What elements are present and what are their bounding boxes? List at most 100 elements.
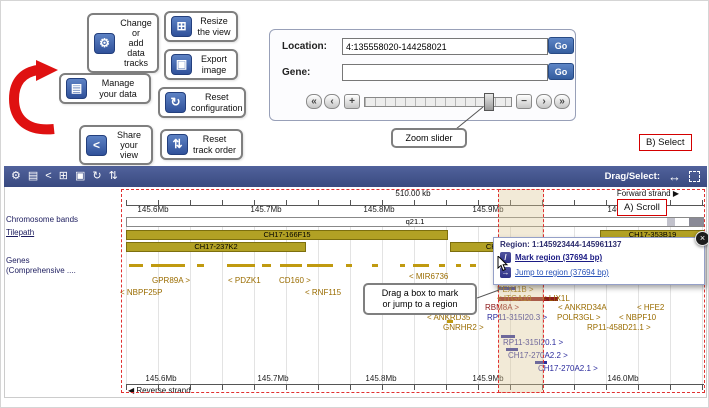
location-go-button[interactable]: Go (548, 37, 574, 54)
share-icon: < (86, 134, 107, 156)
drag-box-callout: Drag a box to mark or jump to a region (363, 283, 477, 315)
gene-input[interactable] (342, 64, 548, 81)
ruler-tick-label: 145.6Mb (137, 205, 169, 214)
gene-glyph[interactable] (498, 297, 558, 301)
ruler-tick-label: 145.8Mb (363, 205, 395, 214)
zoom-in-button[interactable]: + (344, 94, 360, 109)
tilepath-bar[interactable]: CH17-166F15 (126, 230, 448, 240)
callout-manage-data-label: Manage your data (99, 78, 137, 99)
gridline (286, 217, 287, 384)
gene-glyph[interactable] (470, 264, 476, 267)
scale-line (126, 200, 704, 206)
gene-label[interactable]: < MIR6736 (409, 272, 449, 281)
location-input[interactable] (342, 38, 548, 55)
gridline (702, 217, 703, 384)
track-label-tilepath[interactable]: Tilepath (6, 228, 35, 237)
gene-label[interactable]: CH17-270A2.2 > (508, 351, 568, 360)
gene-glyph[interactable] (439, 264, 445, 267)
gene-glyph[interactable] (262, 264, 271, 267)
gridline (606, 217, 607, 384)
callout-reset-track-order-label: Reset track order (193, 134, 237, 155)
gene-label[interactable]: < PDZK1 (228, 276, 261, 285)
gene-glyph[interactable] (535, 361, 547, 364)
gene-glyph[interactable] (447, 320, 453, 323)
gene-label[interactable]: < HFE2 (637, 303, 665, 312)
forward-strand-arrow-icon: ▶ (672, 189, 679, 198)
gene-glyph[interactable] (506, 348, 518, 351)
tilepath-bar[interactable]: CH17-237K2 (126, 242, 306, 252)
gene-label[interactable]: PEX11B > (497, 285, 534, 294)
zoom-slider-handle[interactable] (484, 93, 494, 111)
gene-glyph[interactable] (346, 264, 352, 267)
gene-glyph[interactable] (413, 264, 429, 267)
zoom-slider-track[interactable] (364, 97, 512, 107)
zoom-slider-callout: Zoom slider (391, 128, 467, 148)
mouse-cursor (497, 256, 509, 272)
selected-region-box[interactable] (498, 189, 544, 393)
gene-glyph[interactable] (197, 264, 204, 267)
jump-left-button[interactable]: ‹ (324, 94, 340, 109)
reset-configuration-icon[interactable]: ↻ (92, 170, 102, 182)
gene-label[interactable]: POLR3GL > (557, 313, 601, 322)
gene-label[interactable]: GPR89A > (152, 276, 191, 285)
jump-region-link[interactable]: Jump to region (37694 bp) (515, 268, 609, 277)
gene-label[interactable]: < NBPF25P (120, 288, 163, 297)
gene-label[interactable]: < ANKRD34A (558, 303, 607, 312)
reset-configuration-icon: ↻ (165, 92, 186, 113)
select-mode-icon[interactable] (689, 171, 700, 182)
gene-label[interactable]: RP11-315I20.3 > (487, 313, 548, 322)
gene-label[interactable]: RP11-458D21.1 > (587, 323, 651, 332)
gene-label[interactable]: < ITGA10 (497, 294, 532, 303)
mark-region-link[interactable]: Mark region (37694 bp) (515, 253, 603, 262)
gear-icon: ⚙ (94, 32, 115, 54)
gene-label[interactable]: CD160 > (279, 276, 311, 285)
drag-select-controls: Drag/Select: ↔ (605, 170, 700, 183)
gene-glyph[interactable] (307, 264, 333, 267)
gene-label[interactable]: CH17-270A2.1 > (538, 364, 598, 373)
callout-change-tracks-label: Change or add data tracks (120, 18, 152, 69)
export-image-icon[interactable]: ▣ (74, 170, 86, 182)
manage-data-icon[interactable]: ▤ (27, 170, 39, 182)
reverse-strand-arrow-icon: ◀ (128, 386, 135, 395)
scroll-mode-icon[interactable]: ↔ (668, 169, 681, 184)
gene-label[interactable]: RBM8A > (485, 303, 520, 312)
gene-glyph[interactable] (501, 335, 515, 338)
reset-track-order-icon: ⇅ (167, 134, 188, 155)
gene-label[interactable]: < NBPF10 (619, 313, 657, 322)
bottom-ruler-line (126, 384, 704, 390)
track-label-genes[interactable]: Genes (6, 256, 30, 265)
export-image-icon: ▣ (171, 54, 192, 75)
gene-glyph[interactable] (400, 264, 405, 267)
track-label-genes-comprehensive[interactable]: (Comprehensive .... (6, 266, 76, 275)
zoom-out-button[interactable]: − (516, 94, 532, 109)
gene-label[interactable]: < ANKRD35 (427, 313, 471, 322)
gene-glyph[interactable] (280, 264, 302, 267)
jump-region-row: → Jump to region (37694 bp) (500, 267, 609, 278)
close-icon[interactable]: × (695, 231, 708, 246)
track-label-chromosome-bands[interactable]: Chromosome bands (6, 215, 79, 224)
gene-glyph[interactable] (227, 264, 255, 267)
share-icon[interactable]: < (45, 170, 52, 182)
gene-glyph[interactable] (498, 287, 516, 290)
select-annotation: B) Select (639, 134, 692, 151)
resize-view-icon[interactable]: ⊞ (58, 170, 68, 182)
manage-data-icon: ▤ (66, 78, 87, 99)
gridline (254, 217, 255, 384)
reset-track-order-icon[interactable]: ⇅ (108, 170, 118, 182)
gene-glyph[interactable] (456, 264, 461, 267)
jump-far-left-button[interactable]: « (306, 94, 322, 109)
gene-glyph[interactable] (129, 264, 143, 267)
gene-label[interactable]: < RNF115 (305, 288, 342, 297)
gene-label[interactable]: RP11-315I20.1 > (503, 338, 564, 347)
gear-icon[interactable]: ⚙ (11, 170, 21, 182)
chromosome-band-strip[interactable]: q21.1 (126, 217, 704, 227)
jump-right-button[interactable]: › (536, 94, 552, 109)
gene-label[interactable]: < LIX1L (542, 294, 570, 303)
gene-label[interactable]: GNRHR2 > (443, 323, 484, 332)
gene-go-button[interactable]: Go (548, 63, 574, 80)
callout-reset-track-order: ⇅ Reset track order (160, 129, 243, 160)
ruler-tick-label: 145.9Mb (472, 374, 504, 383)
jump-far-right-button[interactable]: » (554, 94, 570, 109)
gene-glyph[interactable] (151, 264, 185, 267)
gene-glyph[interactable] (372, 264, 378, 267)
